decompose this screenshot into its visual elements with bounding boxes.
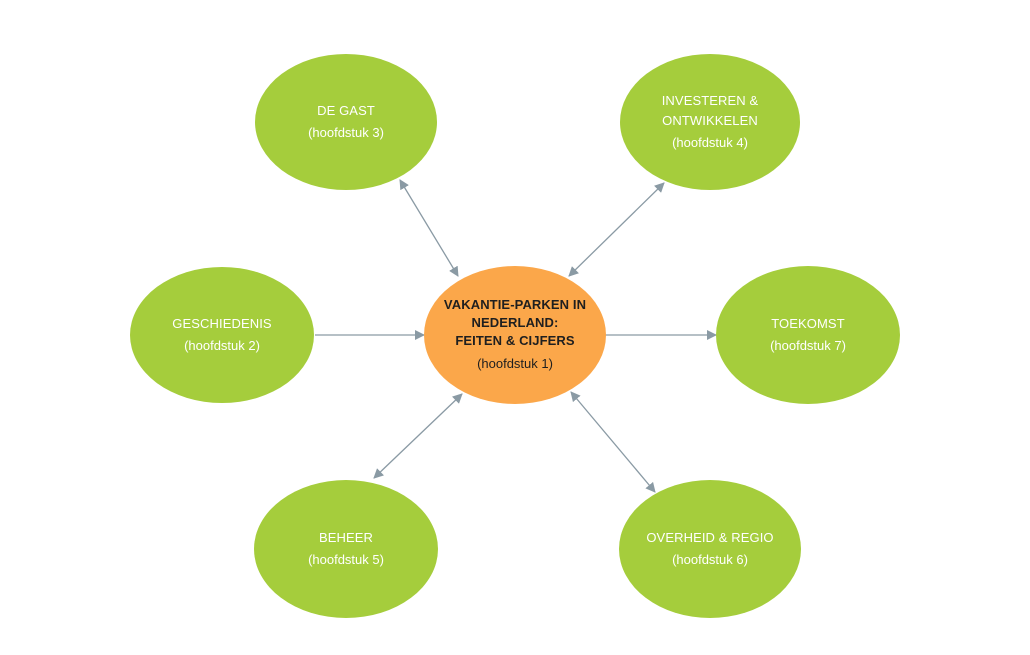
center-node-subtitle: (hoofdstuk 1) xyxy=(477,356,553,371)
node-subtitle: (hoofdstuk 3) xyxy=(308,125,384,140)
node-beheer: BEHEER (hoofdstuk 5) xyxy=(254,480,438,618)
node-title: TOEKOMST xyxy=(771,316,845,331)
node-subtitle: (hoofdstuk 2) xyxy=(184,338,260,353)
center-node-vakantieparken: VAKANTIE-PARKEN IN NEDERLAND: FEITEN & C… xyxy=(424,266,606,404)
center-node-title: VAKANTIE-PARKEN IN NEDERLAND: FEITEN & C… xyxy=(443,297,587,348)
node-title: OVERHEID & REGIO xyxy=(646,530,774,545)
node-title: GESCHIEDENIS xyxy=(172,316,272,331)
node-title: INVESTEREN & ONTWIKKELEN xyxy=(661,93,759,128)
link-overheid-center xyxy=(570,391,656,493)
node-subtitle: (hoofdstuk 6) xyxy=(672,552,748,567)
node-title: BEHEER xyxy=(318,530,374,545)
node-subtitle: (hoofdstuk 7) xyxy=(770,338,846,353)
link-de-gast-center xyxy=(399,179,459,277)
node-subtitle: (hoofdstuk 4) xyxy=(672,135,748,150)
link-investeren-center xyxy=(568,182,665,277)
node-toekomst: TOEKOMST (hoofdstuk 7) xyxy=(716,266,900,404)
node-investeren-ontwikkelen: INVESTEREN & ONTWIKKELEN (hoofdstuk 4) xyxy=(620,54,800,190)
node-subtitle: (hoofdstuk 5) xyxy=(308,552,384,567)
node-title: DE GAST xyxy=(317,103,375,118)
node-de-gast: DE GAST (hoofdstuk 3) xyxy=(255,54,437,190)
node-geschiedenis: GESCHIEDENIS (hoofdstuk 2) xyxy=(130,267,314,403)
node-overheid-regio: OVERHEID & REGIO (hoofdstuk 6) xyxy=(619,480,801,618)
link-beheer-center xyxy=(373,393,463,479)
